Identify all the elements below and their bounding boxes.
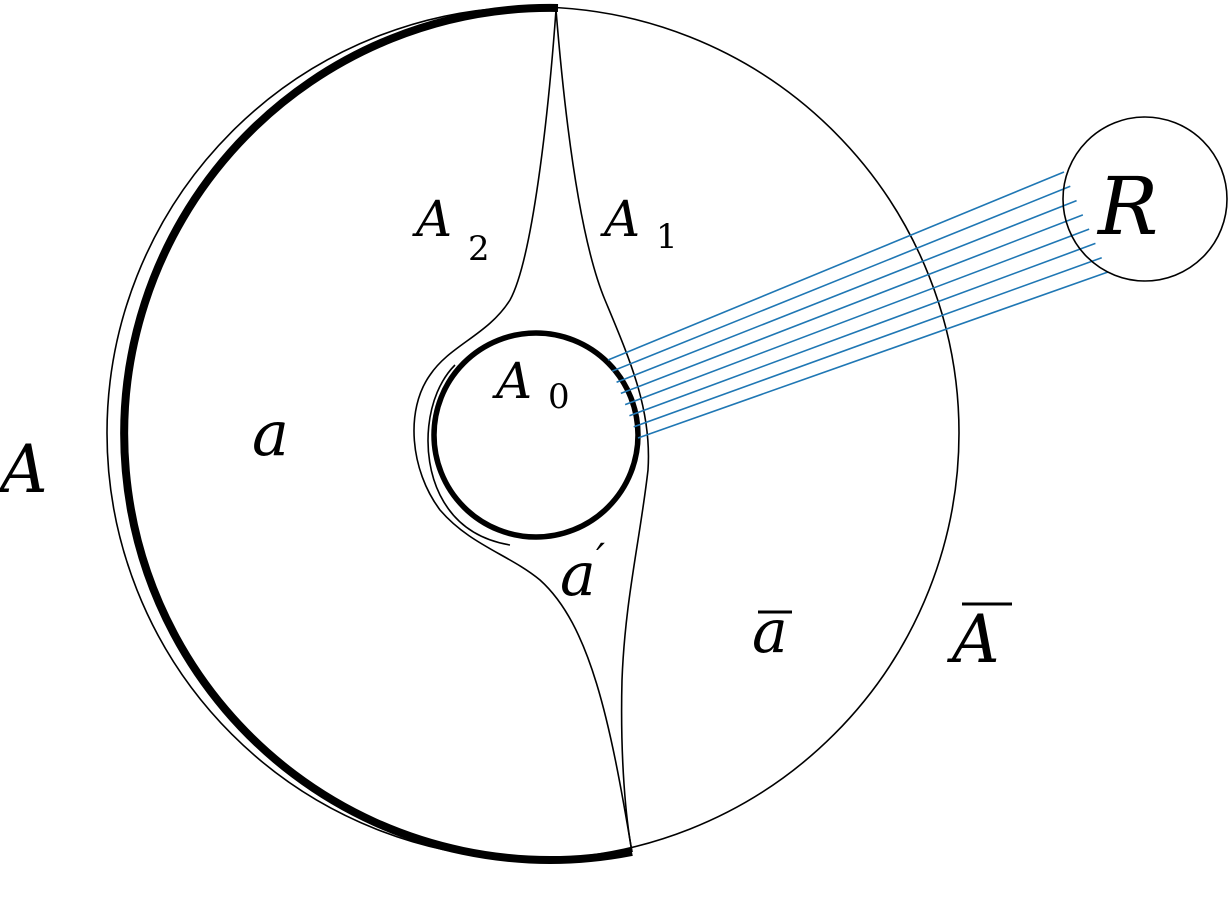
label-A2: A 2 [412, 190, 490, 269]
label-R: R [1096, 160, 1158, 253]
region-A-boundary-arc [120, 3, 633, 864]
entanglement-ray [611, 185, 1071, 372]
label-A: A [0, 431, 48, 508]
label-a-prime: a ′ [560, 536, 605, 610]
entanglement-ray [629, 242, 1096, 417]
outer-boundary-circle [106, 6, 960, 860]
label-A0-sub: 0 [548, 377, 570, 417]
label-a: a [252, 397, 289, 470]
label-a-prime-text: a [560, 540, 596, 610]
entanglement-rays [607, 171, 1109, 439]
reservoir-circle-R [1062, 116, 1228, 282]
entanglement-ray [616, 199, 1077, 384]
label-a-prime-mark: ′ [596, 536, 605, 582]
inner-circle-A0 [431, 330, 641, 540]
entanglement-ray [624, 228, 1090, 406]
curve-A2 [413, 9, 633, 853]
label-a-bar-text: a [752, 597, 788, 667]
entanglement-ray [637, 271, 1109, 439]
entanglement-ray [620, 214, 1084, 395]
entanglement-ray [607, 171, 1065, 361]
label-A2-main: A [412, 190, 452, 248]
curve-inner-hug [427, 364, 511, 546]
label-A2-sub: 2 [468, 229, 490, 269]
label-A-bar: A [946, 601, 1012, 678]
label-A0-main: A [492, 352, 532, 410]
label-A-bar-text: A [946, 601, 1000, 678]
entanglement-ray [633, 256, 1102, 428]
label-A0: A 0 [492, 352, 570, 417]
label-A1-sub: 1 [656, 217, 678, 257]
label-a-bar: a [752, 597, 792, 667]
label-A1: A 1 [600, 190, 678, 257]
label-A1-main: A [600, 190, 640, 248]
curve-A1 [555, 9, 650, 853]
